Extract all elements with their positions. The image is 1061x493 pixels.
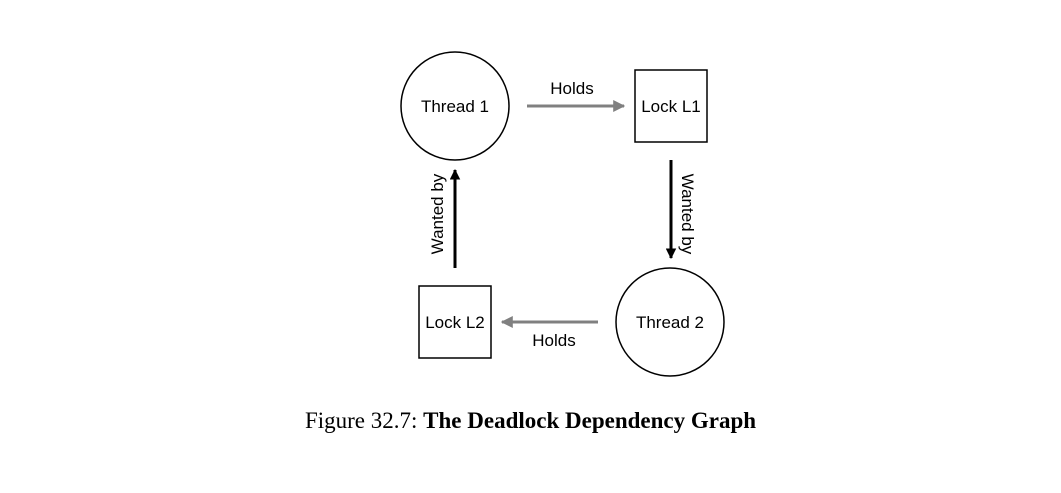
thread1-label: Thread 1 (421, 97, 489, 116)
deadlock-dependency-graph: Thread 1 Lock L1 Thread 2 Lock L2 Holds … (400, 51, 725, 377)
figure-caption: Figure 32.7: The Deadlock Dependency Gra… (0, 408, 1061, 434)
edge-thread1-holds-l1: Holds (527, 79, 626, 112)
holds-label-bottom: Holds (532, 331, 575, 350)
thread1-node: Thread 1 (400, 51, 510, 161)
lock-l1-label: Lock L1 (641, 97, 701, 116)
lock-l1-square (634, 69, 708, 143)
thread2-label: Thread 2 (636, 313, 704, 332)
lock-l2-square (418, 285, 492, 359)
caption-prefix: Figure 32.7: (304, 408, 424, 433)
edge-thread2-holds-l2: Holds (500, 316, 598, 350)
wanted-by-label-left: Wanted by (428, 173, 447, 254)
holds-label-top: Holds (550, 79, 593, 98)
lock-l2-label: Lock L2 (425, 313, 485, 332)
edge-l1-wanted-by-thread2: Wanted by (665, 160, 697, 260)
lock-l2-node: Lock L2 (418, 285, 492, 359)
caption-title: The Deadlock Dependency Graph (423, 408, 757, 433)
thread2-circle (615, 267, 725, 377)
thread2-node: Thread 2 (615, 267, 725, 377)
thread1-circle (400, 51, 510, 161)
wanted-by-label-right: Wanted by (678, 174, 697, 255)
lock-l1-node: Lock L1 (634, 69, 708, 143)
edge-l2-wanted-by-thread1: Wanted by (428, 168, 461, 268)
